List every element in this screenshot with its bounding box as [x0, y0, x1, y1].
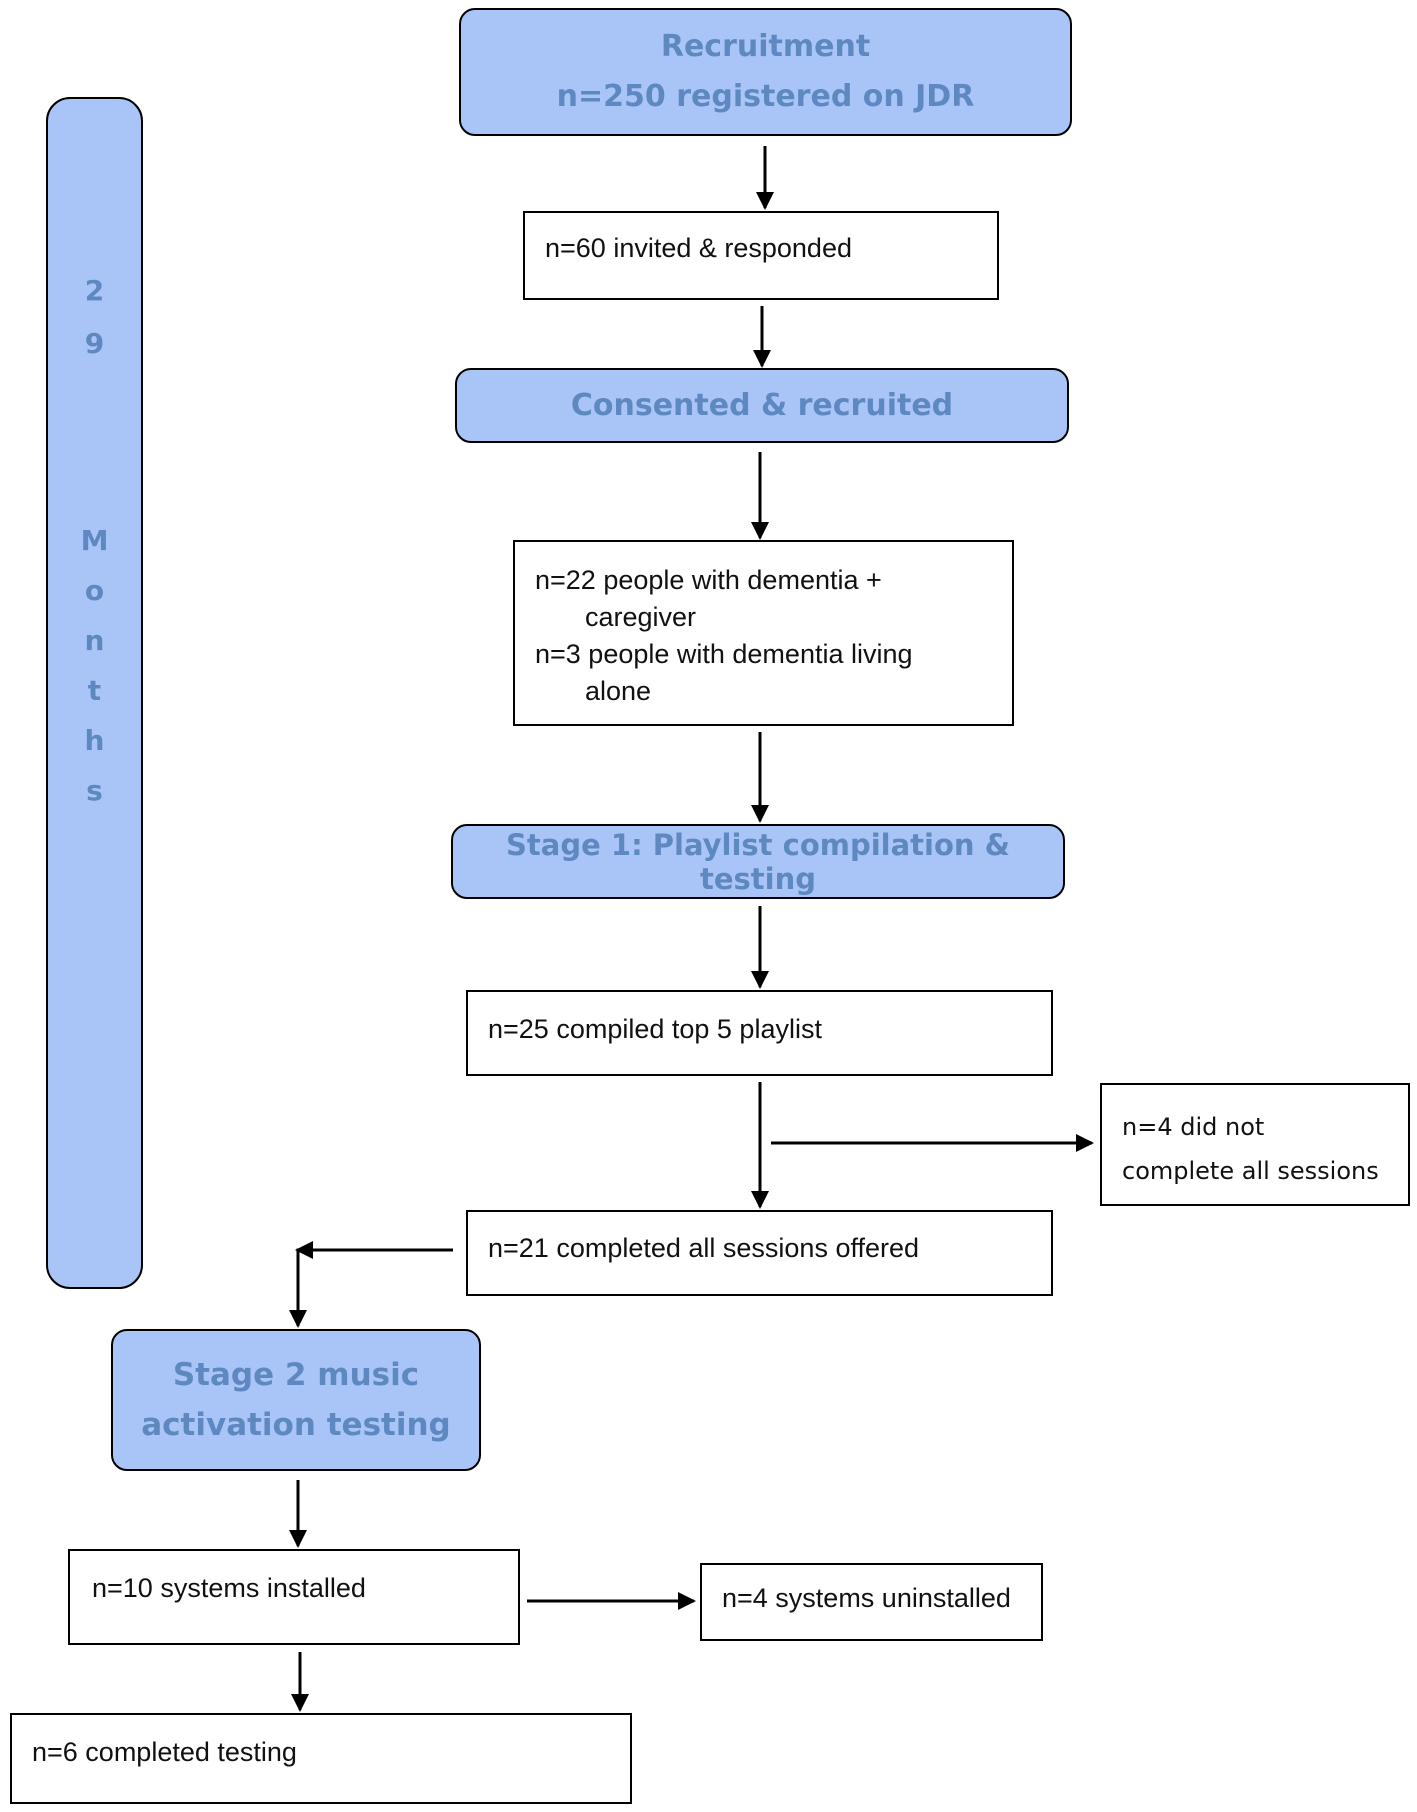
timeline-char: 9 [84, 327, 105, 360]
completed-sessions-node: n=21 completed all sessions offered [466, 1210, 1053, 1296]
timeline-char: M [80, 524, 109, 557]
stage2-node: Stage 2 music activation testing [111, 1329, 481, 1471]
timeline-char: 2 [84, 274, 105, 307]
timeline-char: o [84, 574, 105, 607]
uninstalled-node: n=4 systems uninstalled [700, 1563, 1043, 1641]
installed-text: n=10 systems installed [92, 1573, 366, 1603]
completed-sessions-text: n=21 completed all sessions offered [488, 1233, 920, 1263]
stage1-node: Stage 1: Playlist compilation & testing [451, 824, 1065, 899]
invited-text: n=60 invited & responded [545, 233, 852, 263]
invited-node: n=60 invited & responded [523, 211, 999, 300]
compiled-node: n=25 compiled top 5 playlist [466, 990, 1053, 1076]
completed-testing-node: n=6 completed testing [10, 1713, 632, 1804]
uninstalled-text: n=4 systems uninstalled [722, 1583, 1011, 1613]
stage2-line: Stage 2 music [172, 1357, 420, 1393]
arrow-completed-stage2 [289, 1248, 453, 1328]
recruitment-node: Recruitment n=250 registered on JDR [459, 8, 1072, 136]
timeline-bar: 2 9 M o n t h s [46, 97, 143, 1289]
participants-line: n=3 people with dementia living [535, 639, 913, 669]
timeline-char: n [84, 624, 105, 657]
timeline-char: s [86, 774, 103, 807]
timeline-char: t [87, 674, 102, 707]
stage1-text: Stage 1: Playlist compilation & testing [506, 827, 1010, 896]
installed-node: n=10 systems installed [68, 1549, 520, 1645]
dropout-line: complete all sessions [1122, 1157, 1379, 1185]
consented-node: Consented & recruited [455, 368, 1069, 443]
dropout-node: n=4 did not complete all sessions [1100, 1083, 1410, 1206]
compiled-text: n=25 compiled top 5 playlist [488, 1014, 822, 1044]
recruitment-count: n=250 registered on JDR [556, 79, 975, 114]
recruitment-title: Recruitment [660, 29, 871, 64]
participants-line: caregiver [585, 602, 697, 632]
participants-line: n=22 people with dementia + [535, 565, 882, 595]
completed-testing-text: n=6 completed testing [32, 1737, 297, 1767]
participants-node: n=22 people with dementia + caregiver n=… [513, 540, 1014, 726]
participants-line: alone [585, 676, 652, 706]
timeline-char: h [84, 724, 105, 757]
dropout-line: n=4 did not [1122, 1113, 1265, 1141]
stage2-line: activation testing [141, 1407, 451, 1443]
consented-text: Consented & recruited [570, 388, 954, 423]
